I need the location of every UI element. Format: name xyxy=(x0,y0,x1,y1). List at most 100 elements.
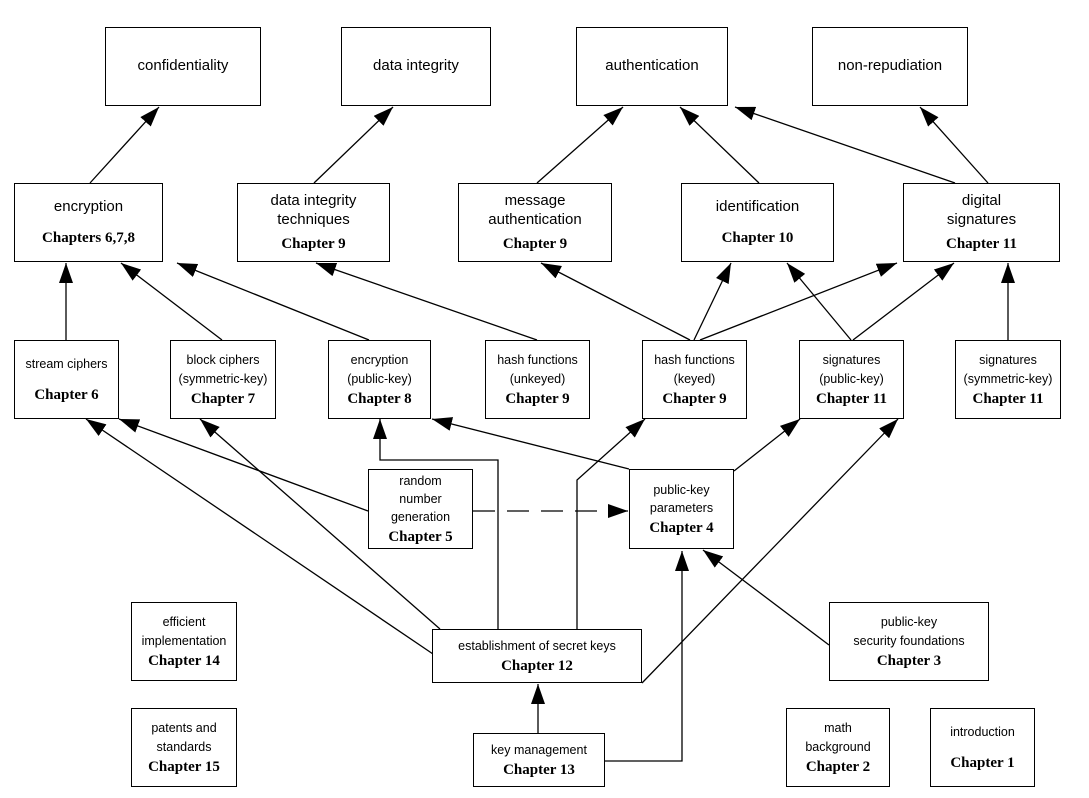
node-hash-functions-unkeyed: hash functions (unkeyed) Chapter 9 xyxy=(485,340,590,419)
node-block-ciphers: block ciphers (symmetric-key) Chapter 7 xyxy=(170,340,276,419)
node-label: security foundations xyxy=(853,633,965,648)
node-authentication: authentication xyxy=(576,27,728,106)
arrow-establishment-secret-keys-to-encryption-public-key xyxy=(373,419,499,629)
node-chapter: Chapter 12 xyxy=(501,658,573,675)
node-label: key management xyxy=(491,742,587,757)
node-label: non-repudiation xyxy=(837,57,943,75)
node-chapter: Chapter 15 xyxy=(148,758,220,775)
node-data-integrity-techniques: data integrity techniques Chapter 9 xyxy=(237,183,390,262)
node-chapter: Chapter 1 xyxy=(950,755,1015,772)
node-label: efficient xyxy=(162,615,206,630)
node-public-key-parameters: public-key parameters Chapter 4 xyxy=(629,469,734,549)
node-digital-signatures: digital signatures Chapter 11 xyxy=(903,183,1060,262)
node-label: generation xyxy=(390,510,451,525)
arrow-identification-to-authentication xyxy=(679,106,760,184)
node-label: techniques xyxy=(277,211,350,228)
node-chapter: Chapter 11 xyxy=(946,235,1017,252)
node-label: identification xyxy=(715,197,800,215)
arrow-establishment-secret-keys-to-hash-keyed xyxy=(576,418,646,629)
node-label: (symmetric-key) xyxy=(963,371,1053,386)
node-label: parameters xyxy=(649,501,714,515)
node-label: random xyxy=(399,473,442,488)
node-label: implementation xyxy=(141,633,227,648)
node-label: signatures xyxy=(946,211,1017,228)
node-chapter: Chapter 3 xyxy=(876,652,942,669)
node-data-integrity: data integrity xyxy=(341,27,491,106)
arrow-encryption-to-confidentiality xyxy=(89,106,160,184)
node-label: hash functions xyxy=(497,353,578,368)
node-chapter: Chapter 7 xyxy=(190,390,256,407)
node-label: digital xyxy=(961,192,1002,210)
node-establishment-of-secret-keys: establishment of secret keys Chapter 12 xyxy=(432,629,642,683)
node-introduction: introduction Chapter 1 xyxy=(930,708,1035,787)
node-label: public-key xyxy=(653,482,710,497)
node-public-key-security-foundations: public-key security foundations Chapter … xyxy=(829,602,989,681)
node-chapter: Chapter 13 xyxy=(503,762,575,779)
node-chapter: Chapter 10 xyxy=(721,230,794,247)
node-non-repudiation: non-repudiation xyxy=(812,27,968,106)
node-signatures-public-key: signatures (public-key) Chapter 11 xyxy=(799,340,904,419)
arrow-hash-keyed-to-digital-signatures xyxy=(699,262,898,341)
arrow-block-ciphers-to-encryption xyxy=(120,262,223,341)
arrow-establishment-secret-keys-to-signatures-public-key xyxy=(641,418,899,684)
node-label: (keyed) xyxy=(673,371,716,386)
node-chapter: Chapter 9 xyxy=(662,390,727,407)
arrow-hash-keyed-to-message-authentication xyxy=(540,262,691,341)
node-signatures-symmetric-key: signatures (symmetric-key) Chapter 11 xyxy=(955,340,1061,419)
arrow-public-key-security-foundations-to-public-key-parameters xyxy=(702,549,830,646)
node-chapter: Chapters 6,7,8 xyxy=(42,230,135,247)
node-label: signatures xyxy=(979,353,1037,368)
arrow-signatures-public-key-to-digital-signatures xyxy=(852,262,955,341)
node-chapter: Chapter 9 xyxy=(505,390,570,407)
node-message-authentication: message authentication Chapter 9 xyxy=(458,183,612,262)
arrow-establishment-secret-keys-to-stream-ciphers xyxy=(85,418,434,655)
arrow-signatures-public-key-to-identification xyxy=(786,262,852,341)
node-label: block ciphers xyxy=(186,353,260,368)
node-label: math xyxy=(824,721,852,736)
arrow-data-integrity-techniques-to-data-integrity xyxy=(313,106,394,184)
arrow-digital-signatures-to-authentication xyxy=(734,106,956,184)
arrow-public-key-parameters-to-signatures-public-key xyxy=(733,418,801,472)
arrow-encryption-public-key-to-encryption xyxy=(176,262,370,341)
node-label: public-key xyxy=(880,615,938,630)
node-chapter: Chapter 9 xyxy=(281,235,346,252)
node-identification: identification Chapter 10 xyxy=(681,183,834,262)
node-label: (symmetric-key) xyxy=(178,371,268,386)
node-chapter: Chapter 6 xyxy=(34,387,99,404)
node-label: encryption xyxy=(53,197,124,215)
node-label: (public-key) xyxy=(819,371,884,386)
node-label: standards xyxy=(156,739,212,754)
node-label: signatures xyxy=(822,353,881,368)
node-patents-and-standards: patents and standards Chapter 15 xyxy=(131,708,237,787)
arrow-digital-signatures-to-non-repudiation xyxy=(919,106,989,184)
node-encryption-public-key: encryption (public-key) Chapter 8 xyxy=(328,340,431,419)
node-label: data integrity xyxy=(270,192,357,210)
node-chapter: Chapter 11 xyxy=(816,390,887,407)
node-efficient-implementation: efficient implementation Chapter 14 xyxy=(131,602,237,681)
node-label: authentication xyxy=(605,57,699,75)
node-math-background: math background Chapter 2 xyxy=(786,708,890,787)
arrow-message-authentication-to-authentication xyxy=(536,106,624,184)
node-label: authentication xyxy=(488,211,582,228)
node-label: (public-key) xyxy=(347,371,412,386)
node-label: number xyxy=(399,491,442,506)
node-hash-functions-keyed: hash functions (keyed) Chapter 9 xyxy=(642,340,747,419)
node-label: (unkeyed) xyxy=(509,371,566,386)
node-label: introduction xyxy=(950,724,1015,739)
node-random-number-generation: random number generation Chapter 5 xyxy=(368,469,473,549)
node-confidentiality: confidentiality xyxy=(105,27,261,106)
node-label: confidentiality xyxy=(137,57,229,75)
node-label: encryption xyxy=(350,353,409,368)
node-chapter: Chapter 14 xyxy=(148,652,220,669)
node-chapter: Chapter 2 xyxy=(805,758,871,775)
arrow-key-management-to-public-key-parameters xyxy=(605,551,689,762)
node-label: establishment of secret keys xyxy=(458,638,616,653)
node-chapter: Chapter 11 xyxy=(972,390,1044,407)
node-chapter: Chapter 9 xyxy=(502,235,568,252)
node-encryption: encryption Chapters 6,7,8 xyxy=(14,183,163,262)
arrow-establishment-secret-keys-to-block-ciphers xyxy=(199,418,441,630)
node-label: message xyxy=(504,192,566,210)
node-label: data integrity xyxy=(373,57,459,75)
